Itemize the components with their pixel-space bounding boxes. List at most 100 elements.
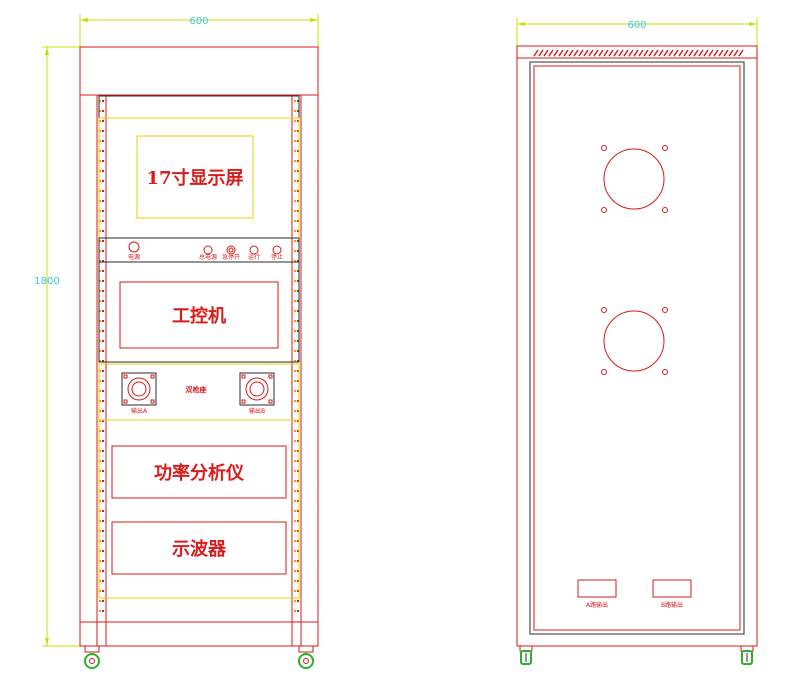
rail-hole <box>99 490 101 492</box>
vent-slot <box>603 49 609 57</box>
run-button-icon[interactable] <box>249 245 259 255</box>
vent-slot <box>708 49 714 57</box>
vent-slot <box>613 49 619 57</box>
main-power-button-icon[interactable] <box>203 245 213 255</box>
rail-hole <box>102 480 104 482</box>
vent-slot <box>568 49 574 57</box>
rail-hole <box>102 460 104 462</box>
vent-slot <box>663 49 669 57</box>
connector-right-label: 输出B <box>249 407 265 415</box>
front-caster-right-icon <box>298 645 314 669</box>
rail-hole <box>99 320 101 322</box>
rail-hole <box>102 110 104 112</box>
vent-slot <box>668 49 674 57</box>
rail-hole <box>294 550 296 552</box>
oscilloscope-box <box>111 521 287 575</box>
rail-hole <box>102 510 104 512</box>
rail-hole <box>294 100 296 102</box>
rail-hole <box>102 470 104 472</box>
vent-slot <box>553 49 559 57</box>
front-height-label: 1800 <box>34 276 59 287</box>
port-b-label: B路输出 <box>661 601 683 609</box>
rail-hole <box>102 360 104 362</box>
rail-hole <box>297 440 299 442</box>
rail-hole <box>102 520 104 522</box>
rail-hole <box>294 150 296 152</box>
rail-hole <box>102 130 104 132</box>
rail-hole <box>99 160 101 162</box>
rail-hole <box>294 430 296 432</box>
rail-hole <box>297 520 299 522</box>
rail-hole <box>99 200 101 202</box>
rail-hole <box>102 400 104 402</box>
rail-hole <box>297 280 299 282</box>
rail-hole <box>102 230 104 232</box>
rail-hole <box>99 180 101 182</box>
power-analyzer-box <box>111 445 287 499</box>
rail-hole <box>294 450 296 452</box>
rail-hole <box>102 580 104 582</box>
vent-slot <box>533 49 539 57</box>
ipc-label: 工控机 <box>172 305 226 327</box>
power-knob-icon[interactable] <box>128 241 140 253</box>
ipc-bay <box>98 261 300 363</box>
rail-hole <box>297 560 299 562</box>
rail-hole <box>99 570 101 572</box>
rear-width-dimension: 600 <box>516 18 758 46</box>
rail-hole <box>294 530 296 532</box>
rail-hole <box>297 330 299 332</box>
rail-hole <box>297 550 299 552</box>
rail-hole <box>297 210 299 212</box>
rail-hole <box>294 520 296 522</box>
rail-hole <box>297 190 299 192</box>
rail-hole <box>294 110 296 112</box>
rail-hole <box>297 400 299 402</box>
vent-slot <box>738 49 744 57</box>
rail-hole <box>99 550 101 552</box>
rail-hole <box>102 240 104 242</box>
rail-hole <box>102 190 104 192</box>
rail-hole <box>297 510 299 512</box>
rail-hole <box>297 160 299 162</box>
rail-hole <box>99 260 101 262</box>
rear-door-outer <box>529 61 745 635</box>
rail-hole <box>99 400 101 402</box>
vent-slot <box>713 49 719 57</box>
rail-hole <box>294 260 296 262</box>
rail-hole <box>297 420 299 422</box>
rail-hole <box>99 590 101 592</box>
rail-hole <box>294 420 296 422</box>
rail-hole <box>294 460 296 462</box>
front-caster-left-icon <box>84 645 100 669</box>
rail-hole <box>99 450 101 452</box>
rail-hole <box>297 220 299 222</box>
rail-hole <box>297 350 299 352</box>
rail-hole <box>99 100 101 102</box>
rail-hole <box>102 420 104 422</box>
rail-hole <box>102 250 104 252</box>
rail-hole <box>294 200 296 202</box>
rail-hole <box>294 170 296 172</box>
rail-hole <box>102 200 104 202</box>
rail-hole <box>102 440 104 442</box>
rail-hole <box>294 600 296 602</box>
rail-hole <box>297 540 299 542</box>
vent-slot <box>688 49 694 57</box>
rail-hole <box>297 310 299 312</box>
vent-slot <box>573 49 579 57</box>
emergency-stop-button-icon[interactable] <box>226 245 236 255</box>
vent-slot <box>583 49 589 57</box>
vent-slots <box>533 49 744 57</box>
rear-width-label: 600 <box>627 20 646 31</box>
rail-hole <box>102 600 104 602</box>
rail-hole <box>102 280 104 282</box>
rail-hole <box>294 580 296 582</box>
vent-slot <box>588 49 594 57</box>
rail-hole <box>102 590 104 592</box>
stop-button-icon[interactable] <box>272 245 282 255</box>
rail-hole <box>297 360 299 362</box>
vent-slot <box>698 49 704 57</box>
rail-hole <box>297 300 299 302</box>
rail-hole <box>102 220 104 222</box>
vent-slot <box>683 49 689 57</box>
